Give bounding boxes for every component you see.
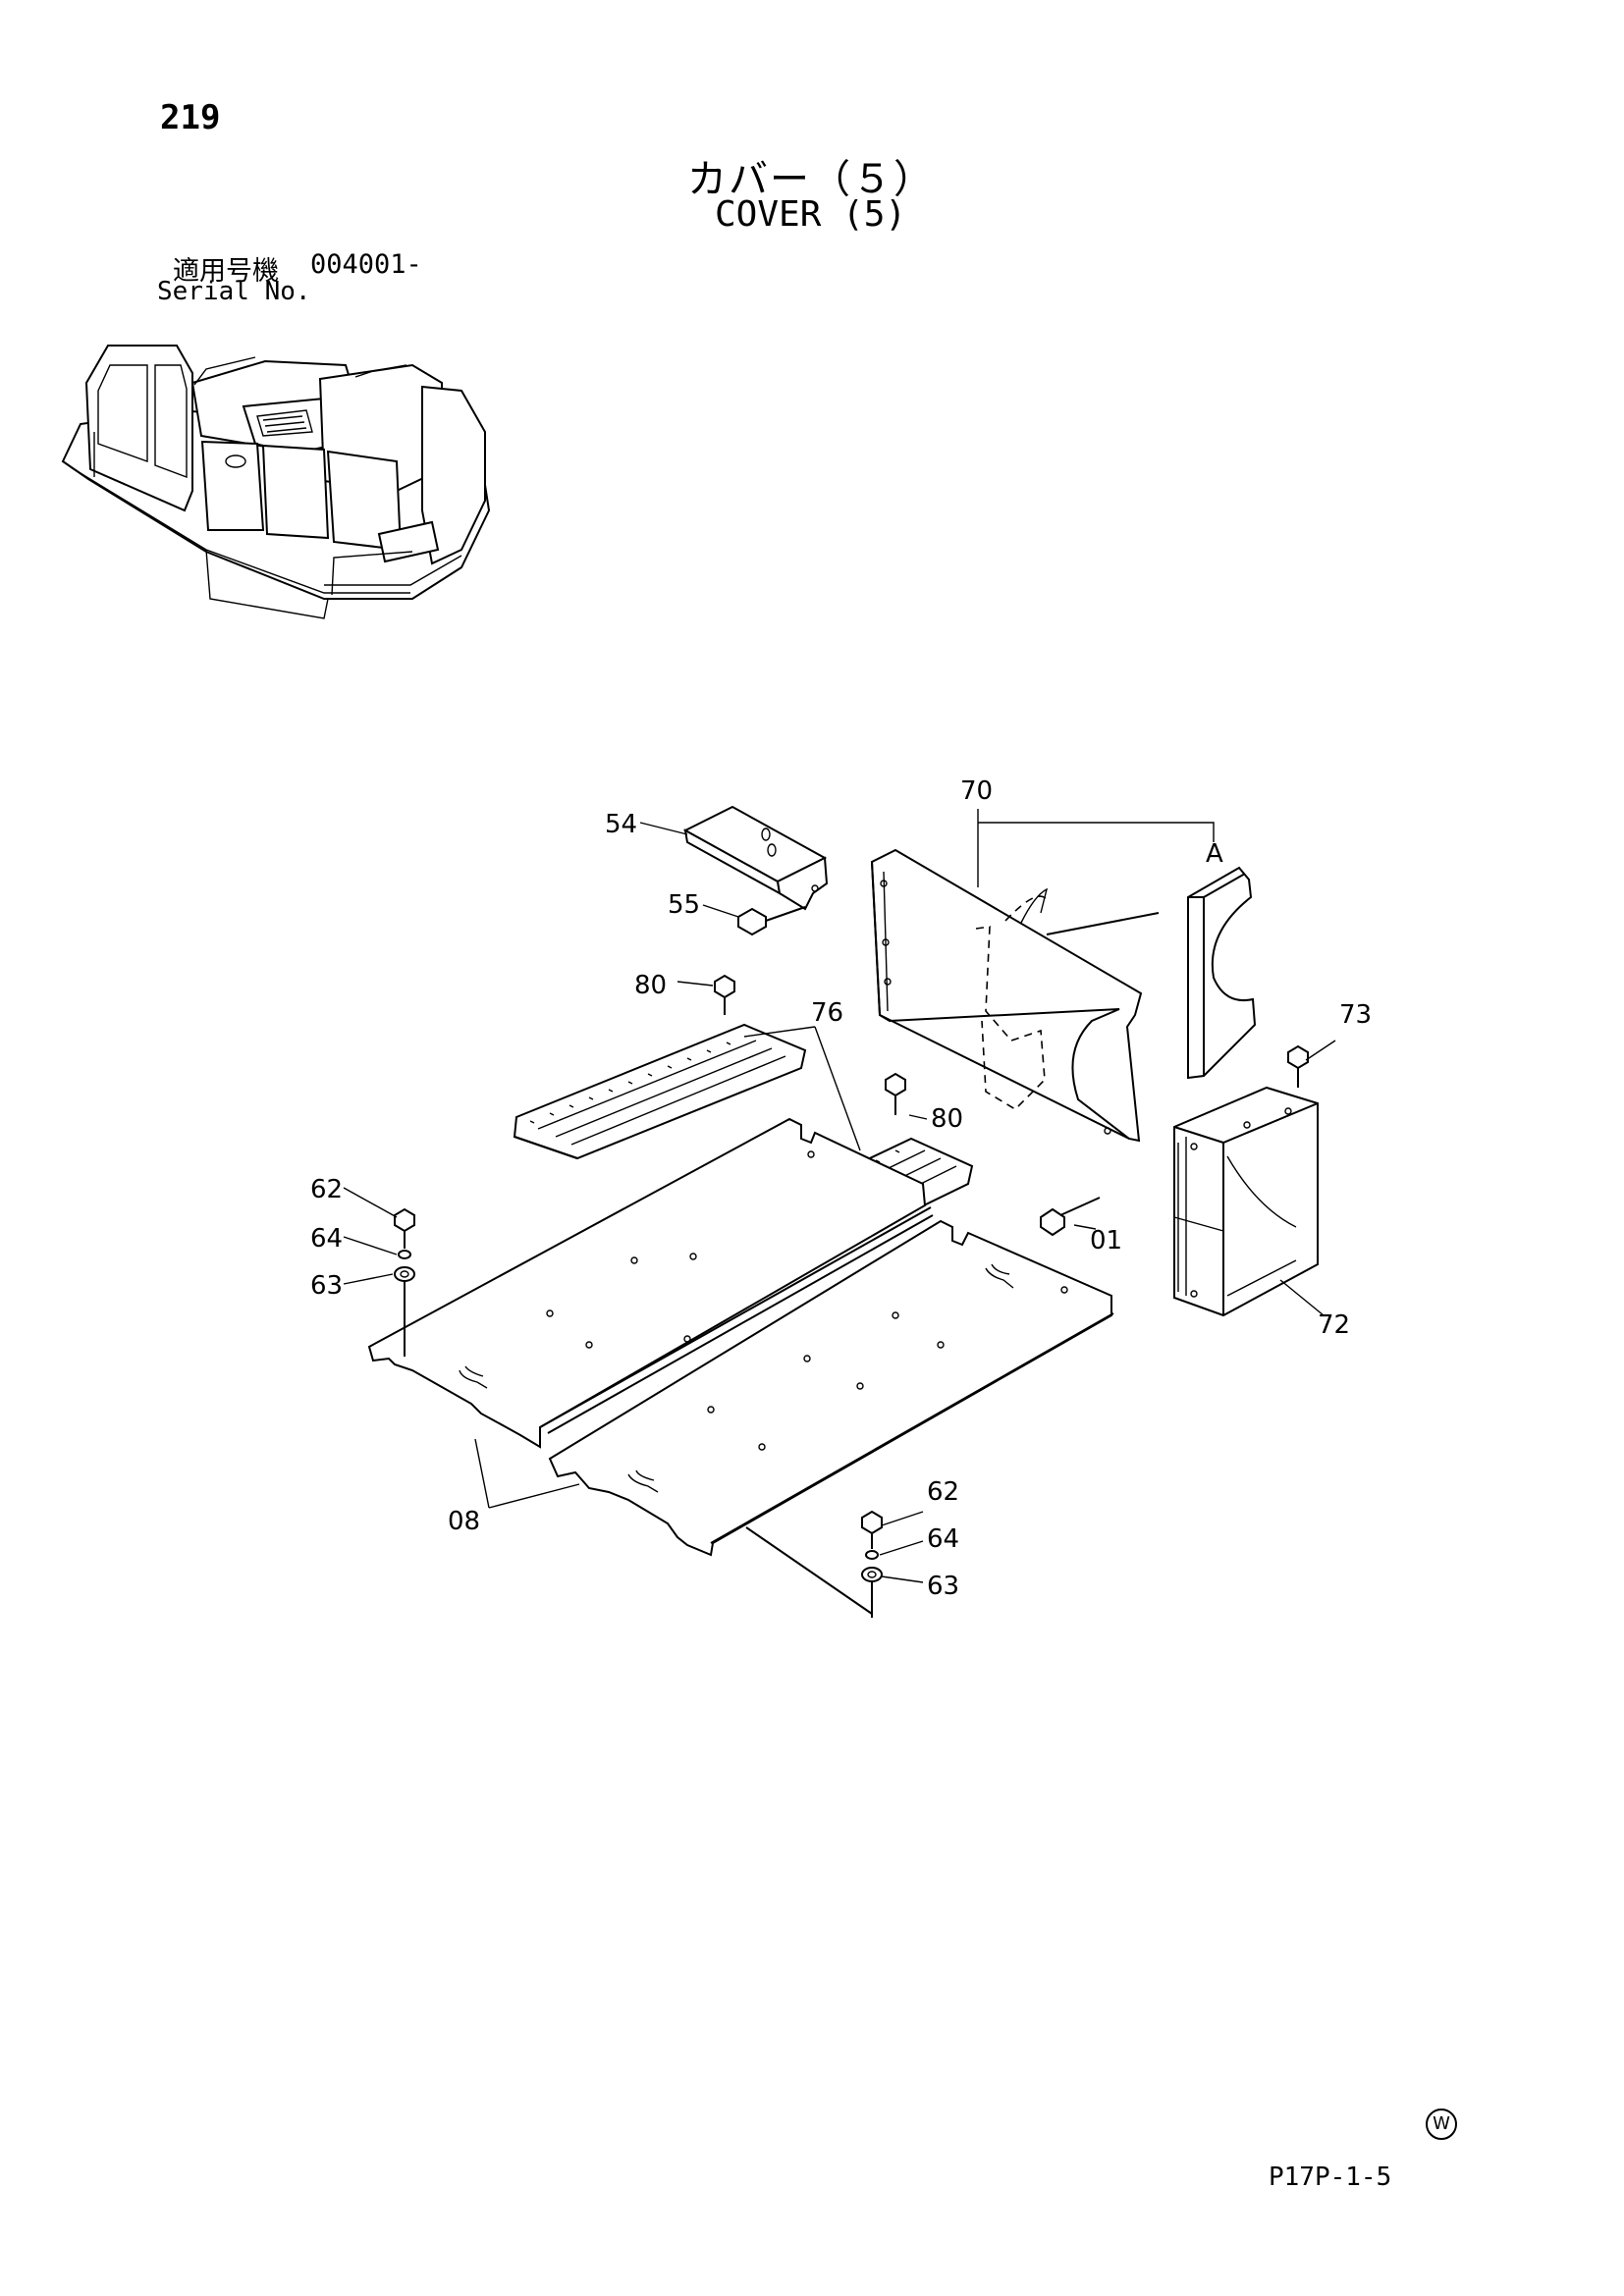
callout-64-left: 64 bbox=[310, 1224, 343, 1254]
machine-location-thumbnail bbox=[61, 345, 491, 619]
serial-label-japanese: 適用号機 bbox=[173, 256, 279, 287]
callout-62-right: 62 bbox=[927, 1477, 959, 1507]
page-code: P17P-1-5 bbox=[1269, 2163, 1392, 2192]
part-76-perforated-plate-upper bbox=[513, 1023, 807, 1160]
page-title-japanese: カバー（５） bbox=[687, 157, 935, 202]
part-70-panel bbox=[870, 848, 1160, 1143]
bolt-55 bbox=[737, 906, 806, 936]
bolt-80-lower bbox=[885, 1072, 906, 1115]
callout-76: 76 bbox=[811, 998, 843, 1028]
bolt-80-upper bbox=[714, 974, 735, 1015]
callout-63-right: 63 bbox=[927, 1572, 959, 1601]
callout-55: 55 bbox=[668, 890, 700, 920]
callout-01: 01 bbox=[1090, 1226, 1122, 1255]
fastener-stack-right bbox=[745, 1510, 883, 1618]
bolt-73 bbox=[1287, 1044, 1309, 1088]
bolt-01 bbox=[1040, 1197, 1101, 1237]
callout-a: A bbox=[1206, 839, 1223, 869]
part-72-frame bbox=[1173, 1086, 1319, 1317]
page-number: 219 bbox=[160, 98, 221, 137]
part-a-curved-plate bbox=[1187, 866, 1257, 1080]
part-54-bracket bbox=[682, 805, 829, 911]
callout-63-left: 63 bbox=[310, 1271, 343, 1301]
callout-80-lower: 80 bbox=[931, 1104, 963, 1134]
w-circle-mark: W bbox=[1426, 2109, 1457, 2140]
page-title-english: COVER (5) bbox=[715, 194, 907, 235]
callout-73: 73 bbox=[1339, 1000, 1372, 1030]
serial-number-value: 004001- bbox=[310, 249, 422, 280]
part-08-floor-plate-right bbox=[548, 1219, 1114, 1557]
callout-62-left: 62 bbox=[310, 1175, 343, 1204]
callout-72: 72 bbox=[1318, 1310, 1350, 1340]
callout-labels: 54 55 80 76 80 70 A 73 62 64 63 01 72 08… bbox=[310, 776, 1372, 1601]
leader-lines bbox=[343, 809, 1336, 1583]
part-08-floor-plate-left bbox=[367, 1117, 934, 1449]
callout-70: 70 bbox=[960, 776, 993, 806]
callout-08: 08 bbox=[448, 1507, 480, 1536]
callout-54: 54 bbox=[605, 810, 637, 839]
serial-label-english: Serial No. bbox=[157, 277, 311, 306]
fastener-stack-left bbox=[394, 1207, 415, 1357]
callout-64-right: 64 bbox=[927, 1524, 959, 1554]
callout-80-upper: 80 bbox=[634, 971, 667, 1000]
